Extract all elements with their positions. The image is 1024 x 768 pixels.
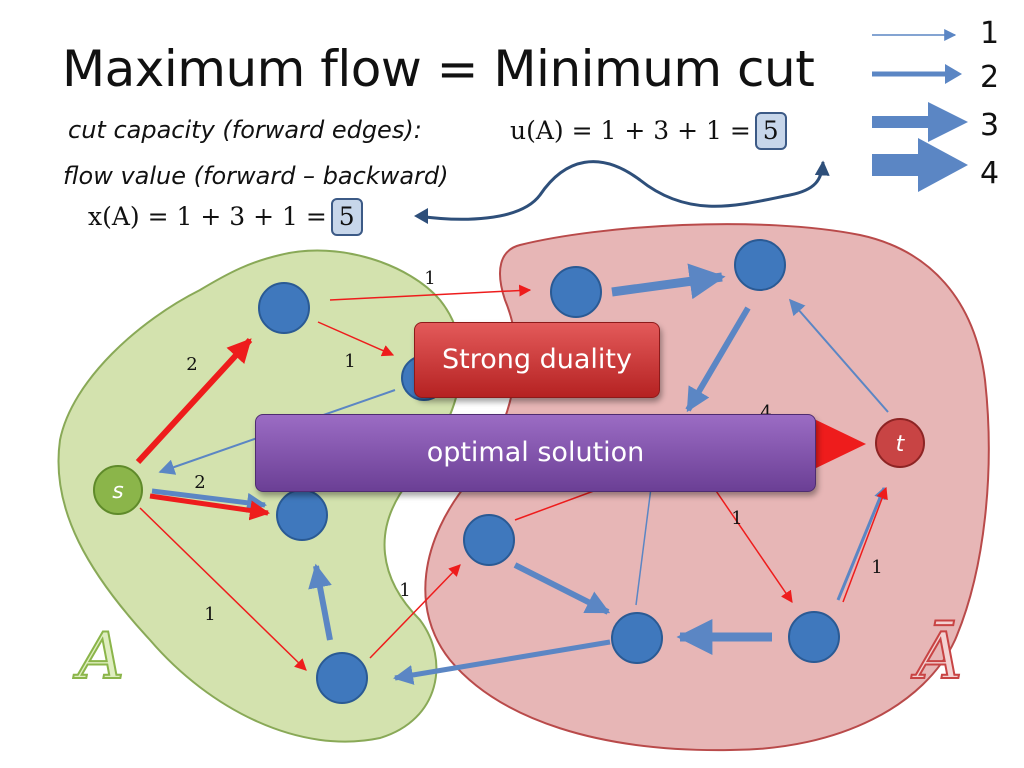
edge-center-t-head bbox=[812, 418, 866, 470]
flow-value-expression: x(A) = 1 + 3 + 1 = bbox=[88, 202, 327, 231]
edge-n7-n6 bbox=[393, 639, 611, 685]
node-n6 bbox=[316, 652, 368, 704]
edge-label-right-t: 1 bbox=[871, 557, 882, 578]
edge-label-s-top: 2 bbox=[186, 354, 197, 375]
edge-n0-n1 bbox=[329, 284, 532, 301]
legend-arrow-2-head bbox=[945, 64, 962, 84]
cut-capacity-expression: u(A) = 1 + 3 + 1 = bbox=[510, 116, 751, 145]
edge-n6-n5 bbox=[308, 563, 333, 641]
edge-label-top-cut: 1 bbox=[424, 268, 435, 289]
edge-label-bottom-cut: 1 bbox=[399, 580, 410, 601]
node-n9 bbox=[611, 612, 663, 664]
edge-n1-n2 bbox=[611, 263, 726, 300]
edge-s-n5-blue bbox=[151, 488, 267, 513]
source-label: s bbox=[112, 479, 123, 504]
cut-capacity-value-box: 5 bbox=[754, 112, 787, 150]
edge-label-s-bottom: 1 bbox=[204, 604, 215, 625]
optimal-solution-banner: optimal solution bbox=[255, 414, 816, 492]
flow-value-formula: x(A) = 1 + 3 + 1 =5 bbox=[88, 198, 363, 236]
strong-duality-banner: Strong duality bbox=[414, 322, 660, 398]
edge-s-n5-red bbox=[149, 493, 270, 521]
node-sink bbox=[875, 418, 925, 468]
edge-n0-n4 bbox=[317, 321, 395, 357]
node-n1 bbox=[550, 266, 602, 318]
cut-capacity-formula: u(A) = 1 + 3 + 1 =5 bbox=[510, 112, 787, 150]
edge-t-n2 bbox=[788, 298, 889, 413]
connector-curve bbox=[417, 160, 830, 221]
edge-n10-t-red bbox=[842, 486, 888, 603]
legend-arrow-4-head bbox=[918, 138, 968, 192]
node-n5 bbox=[276, 489, 328, 541]
edge-n2-n3 bbox=[685, 306, 751, 413]
edge-s-n6 bbox=[139, 507, 307, 671]
node-n0 bbox=[258, 282, 310, 334]
node-n2 bbox=[734, 239, 786, 291]
edge-n10-t bbox=[836, 486, 886, 601]
node-source bbox=[93, 465, 143, 515]
edge-n3-n10 bbox=[711, 484, 793, 603]
connector-start-head bbox=[414, 208, 428, 224]
sink-label: t bbox=[896, 432, 906, 457]
edge-label-top-inner: 1 bbox=[344, 351, 355, 372]
node-n8 bbox=[463, 514, 515, 566]
edge-label-s-mid: 2 bbox=[194, 472, 205, 493]
legend-label-2: 2 bbox=[980, 60, 1000, 95]
legend-label-1: 1 bbox=[980, 16, 1000, 51]
set-a-label: A bbox=[77, 619, 125, 695]
edge-n9-top bbox=[635, 479, 653, 606]
slide-title: Maximum flow = Minimum cut bbox=[62, 40, 815, 98]
set-a-bar-label: Ā bbox=[915, 619, 963, 695]
edge-label-right-mid: 1 bbox=[731, 508, 742, 529]
flow-value-value-box: 5 bbox=[330, 198, 363, 236]
flow-value-label: flow value (forward – backward) bbox=[63, 162, 449, 190]
legend-label-3: 3 bbox=[980, 108, 1000, 143]
cut-capacity-label: cut capacity (forward edges): bbox=[68, 116, 422, 144]
edge-n8-n9 bbox=[513, 562, 611, 615]
node-n10 bbox=[788, 611, 840, 663]
edge-label-center-t: 4 bbox=[760, 402, 771, 423]
edge-s-n0 bbox=[135, 337, 253, 465]
edge-n6-n8 bbox=[369, 564, 461, 659]
legend-arrow-3-head bbox=[928, 102, 968, 142]
legend-label-4: 4 bbox=[980, 156, 1000, 191]
